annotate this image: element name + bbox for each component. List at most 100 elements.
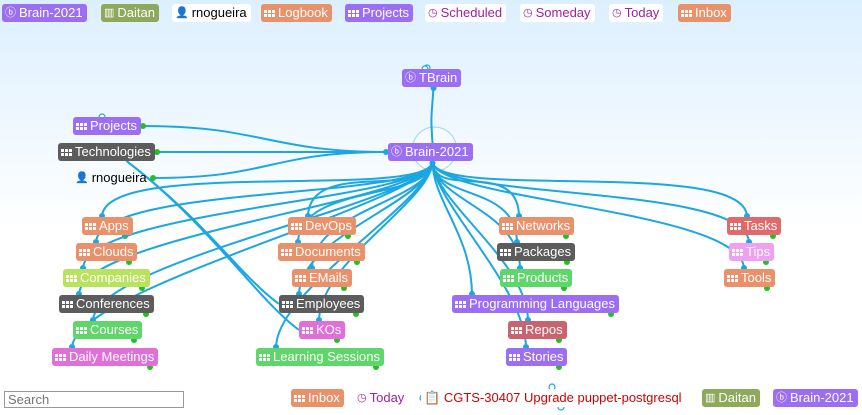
brain-icon: ⓑ	[391, 145, 402, 158]
grid-icon	[295, 274, 306, 282]
child-thought-packages[interactable]: Packages	[497, 243, 576, 261]
node-label: TBrain	[419, 70, 458, 85]
clock-icon: ◷	[428, 6, 438, 19]
link-parent	[430, 86, 435, 144]
pin-scheduled[interactable]: ◷Scheduled	[425, 4, 507, 22]
clock-icon: ◷	[612, 6, 622, 19]
recent-inbox[interactable]: Inbox	[291, 389, 344, 407]
child-thought-clouds[interactable]: Clouds	[76, 243, 138, 261]
person-icon: 👤	[75, 171, 89, 184]
pin-someday[interactable]: ◷Someday	[520, 4, 595, 22]
grid-icon	[264, 9, 275, 17]
child-thought-companies[interactable]: Companies	[63, 269, 150, 287]
node-label: Projects	[90, 118, 137, 133]
pin-projects[interactable]: Projects	[345, 4, 413, 22]
grid-icon	[55, 353, 66, 361]
pin-rnogueira[interactable]: 👤rnogueira	[172, 4, 251, 22]
child-thought-tools[interactable]: Tools	[724, 269, 776, 287]
grid-icon	[500, 248, 511, 256]
clock-icon: ◷	[357, 391, 367, 404]
grid-icon	[62, 300, 73, 308]
pin-inbox[interactable]: Inbox	[678, 4, 731, 22]
pin-today[interactable]: ◷Today	[609, 4, 664, 22]
jump-gate[interactable]	[150, 175, 156, 181]
node-label: Programming Languages	[469, 296, 615, 311]
task-icon: 📋	[424, 390, 441, 405]
building-icon: ▥	[104, 6, 115, 19]
node-label: Networks	[516, 218, 571, 233]
jump-gate[interactable]	[140, 123, 146, 129]
node-label: Conferences	[76, 296, 150, 311]
grid-icon	[79, 248, 90, 256]
grid-icon	[294, 394, 305, 402]
child-thought-repos[interactable]: Repos	[508, 321, 567, 339]
child-thought-devops[interactable]: DevOps	[288, 217, 356, 235]
node-label: Brain-2021	[405, 144, 469, 159]
grid-icon	[76, 122, 87, 130]
node-label: Packages	[514, 244, 572, 259]
active-left-gate[interactable]	[383, 149, 389, 155]
person-icon: 👤	[175, 6, 189, 19]
grid-icon	[76, 326, 87, 334]
grid-icon	[502, 222, 513, 230]
clock-icon: ◷	[523, 6, 533, 19]
recent-today[interactable]: ◷Today	[354, 389, 409, 407]
jump-gate[interactable]	[154, 149, 160, 155]
child-thought-stories[interactable]: Stories	[506, 348, 568, 366]
link-child	[431, 160, 748, 218]
child-thought-apps[interactable]: Apps	[82, 217, 133, 235]
node-label: EMails	[309, 270, 349, 285]
child-thought-daily-meetings[interactable]: Daily Meetings	[52, 348, 159, 366]
grid-icon	[730, 222, 741, 230]
pin-logbook[interactable]: Logbook	[261, 4, 332, 22]
child-thought-conferences[interactable]: Conferences	[59, 295, 154, 313]
node-label: Repos	[525, 322, 563, 337]
child-thought-documents[interactable]: Documents	[278, 243, 365, 261]
node-label: Daily Meetings	[69, 349, 155, 364]
child-thought-emails[interactable]: EMails	[292, 269, 353, 287]
node-label: DevOps	[305, 218, 352, 233]
pin-daitan[interactable]: ▥Daitan	[101, 4, 159, 22]
child-thought-employees[interactable]: Employees	[279, 295, 365, 313]
link-child	[431, 160, 520, 218]
child-thought-learning-sessions[interactable]: Learning Sessions	[256, 348, 384, 366]
link-child	[431, 160, 750, 244]
child-thought-programming-languages[interactable]: Programming Languages	[452, 295, 619, 313]
child-thought-courses[interactable]: Courses	[73, 321, 143, 339]
jump-thought-projects[interactable]: Projects	[73, 117, 141, 135]
child-thought-tips[interactable]: Tips	[729, 243, 775, 261]
child-thought-networks[interactable]: Networks	[499, 217, 575, 235]
active-bottom-gate[interactable]	[429, 160, 436, 166]
link-cross	[125, 160, 300, 331]
node-label: KOs	[316, 322, 342, 337]
grid-icon	[281, 248, 292, 256]
grid-icon	[511, 326, 522, 334]
node-label: Courses	[90, 322, 139, 337]
grid-icon	[291, 222, 302, 230]
grid-icon	[282, 300, 293, 308]
grid-icon	[61, 148, 72, 156]
search-input[interactable]	[4, 391, 184, 408]
link-jump	[142, 125, 389, 153]
node-label: Companies	[80, 270, 146, 285]
child-thought-tasks[interactable]: Tasks	[727, 217, 782, 235]
child-thought-kos[interactable]: KOs	[299, 321, 346, 339]
link-child	[431, 160, 745, 270]
grid-icon	[259, 353, 270, 361]
grid-icon	[455, 300, 466, 308]
child-thought-products[interactable]: Products	[500, 269, 573, 287]
brain-icon: ⓑ	[776, 391, 787, 404]
grid-icon	[509, 353, 520, 361]
jump-thought-rnogueira[interactable]: 👤rnogueira	[72, 169, 151, 187]
grid-icon	[727, 274, 738, 282]
node-label: Clouds	[93, 244, 134, 259]
node-label: Tasks	[744, 218, 778, 233]
grid-icon	[732, 248, 743, 256]
recent-daitan[interactable]: ▥Daitan	[702, 389, 760, 407]
jump-thought-technologies[interactable]: Technologies	[58, 143, 155, 161]
recent-task[interactable]: 📋 CGTS-30407 Upgrade puppet-postgresql	[421, 389, 685, 407]
